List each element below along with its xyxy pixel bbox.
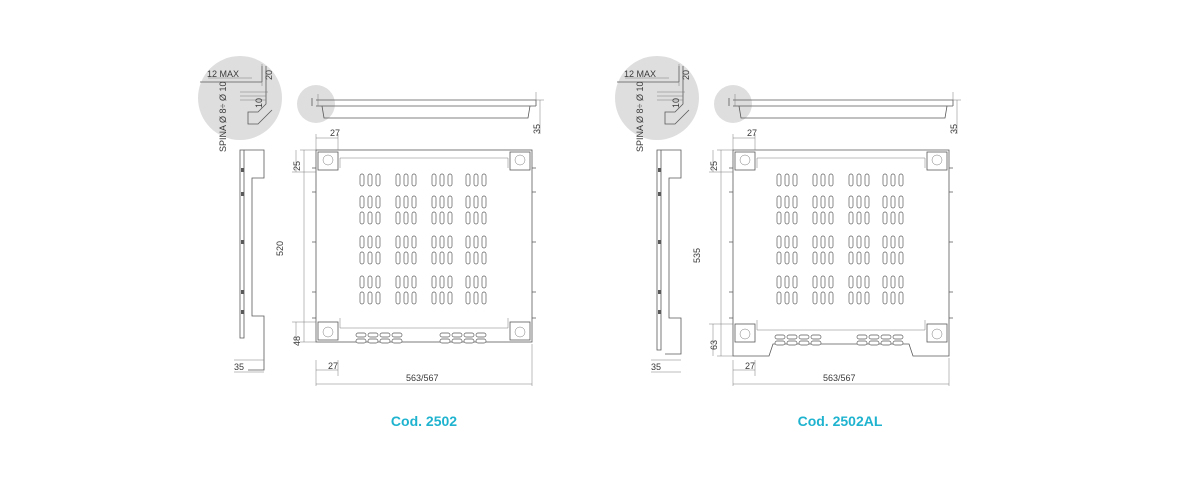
front-width-label: 563/567 [823,373,856,383]
detail-height-label: 20 [264,70,274,80]
product-code-caption: Cod. 2502 [391,413,457,429]
shelf-top-view: 35 [297,85,544,134]
bottom-height-label: 63 [709,340,719,350]
product-code-caption: Cod. 2502AL [798,413,883,429]
pin-diameter-label: SPINA Ø 8÷ Ø 10 [218,82,228,152]
drawing-2502: 12 MAX 20 10 SPINA Ø 8÷ Ø 10 35 35 [198,56,544,429]
shelf-front-view [729,149,953,357]
front-dimensions: 27 25 520 48 27 563/567 [275,128,533,386]
front-dimensions: 27 25 535 63 27 563/567 [692,128,950,386]
shelf-front-view [312,149,536,344]
front-width-label: 563/567 [406,373,439,383]
bottom-height-label: 48 [292,336,302,346]
side-depth-label: 35 [234,362,244,372]
bottom-corner-label: 27 [328,361,338,371]
joint-detail-view: 12 MAX 20 10 SPINA Ø 8÷ Ø 10 [615,56,699,152]
top-height-label: 25 [292,161,302,171]
detail-small-label: 10 [671,98,681,108]
side-depth-label: 35 [651,362,661,372]
max-gap-label: 12 MAX [207,69,239,79]
top-view-depth-label: 35 [949,124,959,134]
front-height-label: 520 [275,241,285,256]
detail-small-label: 10 [254,98,264,108]
shelf-side-view: 35 [651,149,682,373]
joint-detail-view: 12 MAX 20 10 SPINA Ø 8÷ Ø 10 [198,56,282,152]
shelf-side-view: 35 [234,149,265,373]
drawing-2502al: 12 MAX 20 10 SPINA Ø 8÷ Ø 10 35 35 [615,56,961,429]
corner-width-label: 27 [747,128,757,138]
pin-diameter-label: SPINA Ø 8÷ Ø 10 [635,82,645,152]
detail-height-label: 20 [681,70,691,80]
top-height-label: 25 [709,161,719,171]
front-height-label: 535 [692,248,702,263]
max-gap-label: 12 MAX [624,69,656,79]
shelf-top-view: 35 [714,85,961,134]
bottom-corner-label: 27 [745,361,755,371]
corner-width-label: 27 [330,128,340,138]
top-view-depth-label: 35 [532,124,542,134]
